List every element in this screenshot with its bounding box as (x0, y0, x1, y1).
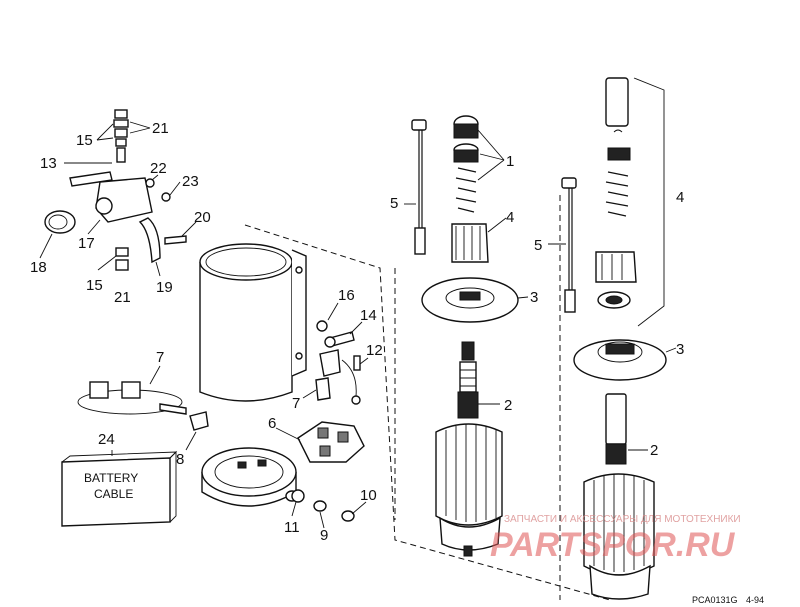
armature-1 (435, 341, 503, 557)
callout-20: 20 (194, 209, 211, 226)
callout-15: 15 (86, 277, 103, 294)
nut-21-bot (115, 259, 129, 271)
nut-21-top (114, 109, 128, 119)
figure-date-text: 4-94 (746, 595, 764, 605)
callout-10: 10 (360, 487, 377, 504)
nut-23 (161, 192, 171, 202)
callout-22: 22 (150, 160, 167, 177)
callout-6: 6 (268, 415, 276, 432)
clip-8 (189, 411, 209, 431)
field-frame (199, 243, 307, 402)
callout-13: 13 (40, 155, 57, 172)
battery-cable-box: BATTERY CABLE (61, 450, 178, 527)
callout-12: 12 (366, 342, 383, 359)
washers (291, 489, 367, 529)
brush-plate (275, 421, 365, 463)
washer-15-mid (115, 138, 127, 147)
callout-23: 23 (182, 173, 199, 190)
callout-18: 18 (30, 259, 47, 276)
callout-11: 11 (284, 519, 300, 536)
callout-21: 21 (152, 120, 169, 137)
dashed-outline (244, 195, 611, 601)
drive-gear-4a (451, 223, 489, 263)
bracket-19 (138, 217, 161, 264)
drive-assembly-1 (404, 115, 529, 323)
callout-17: 17 (78, 235, 95, 252)
brush-left (89, 381, 109, 399)
watermark-tagline: ЗАПЧАСТИ И АКСЕССУАРЫ ДЛЯ МОТОТЕХНИКИ (504, 514, 741, 525)
washer-15-bot (115, 247, 129, 257)
washer-16 (316, 320, 328, 332)
watermark: ЗАПЧАСТИ И АКСЕССУАРЫ ДЛЯ МОТОТЕХНИКИ PA… (490, 514, 741, 564)
callout-2: 2 (504, 397, 512, 414)
screw-12 (353, 355, 361, 371)
end-frame-3b (573, 339, 667, 381)
callout-21: 21 (114, 289, 131, 306)
callout-labels: 21 15 13 22 23 20 17 18 15 21 19 16 14 1… (30, 120, 684, 544)
washer-15-top (113, 119, 129, 128)
callout-5: 5 (390, 195, 398, 212)
boot (44, 210, 76, 234)
callout-24: 24 (98, 431, 115, 448)
nut-22 (145, 178, 155, 188)
callout-4: 4 (676, 189, 684, 206)
battery-label-line1: BATTERY (84, 471, 138, 485)
nut-21-mid (114, 128, 128, 138)
figure-code: PCA0131G 4-94 (692, 595, 764, 605)
callout-7: 7 (156, 349, 164, 366)
callout-15: 15 (76, 132, 93, 149)
callout-9: 9 (320, 527, 328, 544)
callout-3: 3 (530, 289, 538, 306)
solenoid-assembly (39, 109, 197, 277)
terminal-hardware (302, 302, 369, 405)
callout-2: 2 (650, 442, 658, 459)
battery-label-line2: CABLE (94, 487, 133, 501)
callout-1: 1 (506, 153, 514, 170)
piston (605, 77, 629, 127)
callout-14: 14 (360, 307, 377, 324)
terminal-stud (116, 147, 126, 163)
callout-7: 7 (292, 395, 300, 412)
armature-2 (583, 393, 655, 600)
drive-gear-4b (595, 251, 637, 283)
callout-5: 5 (534, 237, 542, 254)
brush-set (77, 365, 209, 451)
brush-right (121, 381, 141, 399)
callout-3: 3 (676, 341, 684, 358)
watermark-brand: PARTSPOR.RU (490, 526, 736, 564)
callout-4: 4 (506, 209, 514, 226)
callout-16: 16 (338, 287, 355, 304)
end-cap (201, 447, 299, 507)
drive-assembly-2 (548, 77, 677, 381)
screw-20 (164, 235, 187, 245)
brush-holder-7 (319, 349, 341, 377)
solenoid-stud (69, 171, 113, 187)
callout-8: 8 (176, 451, 184, 468)
figure-code-text: PCA0131G (692, 595, 738, 605)
callout-19: 19 (156, 279, 173, 296)
